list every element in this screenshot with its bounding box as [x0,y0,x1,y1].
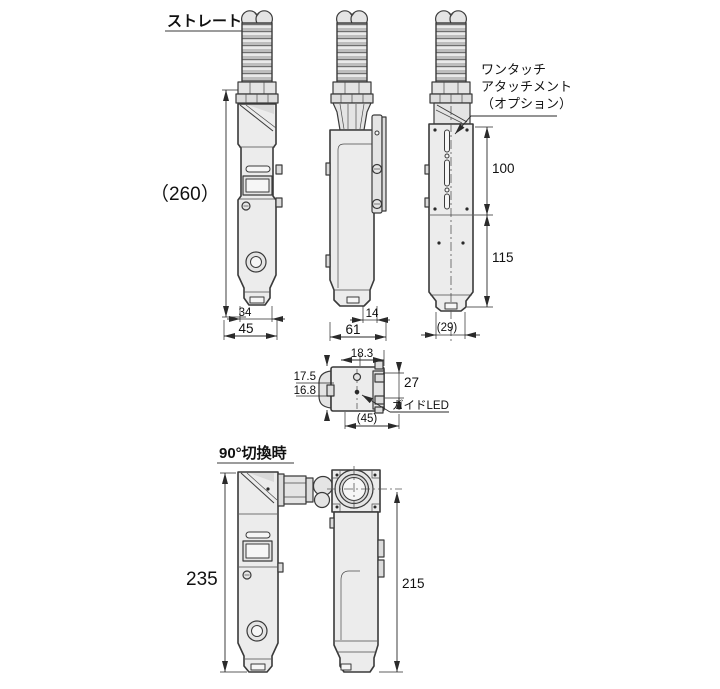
guide-led-dot [354,389,360,395]
guide-led-label: ガイドLED [392,399,449,412]
dim-width-bottom: (45) [344,412,400,429]
dim-side-height: 215 [379,492,425,673]
rotated-title-label: 90°切換時 [219,444,287,462]
rail-tab-bottom [374,406,384,414]
dim-body-width-value: 45 [238,321,253,336]
base-tab [340,663,352,671]
panel-line [340,570,360,640]
dim-depth-right-value: 27 [404,375,419,390]
gland-nut [283,475,307,505]
dim-height-upper-value: 17.5 [294,371,316,383]
indicator-slot [245,165,271,173]
side-view-rotated [327,466,402,673]
corrugated-cable [330,10,374,104]
guide-led-callout: ガイドLED [361,394,449,413]
device-body [333,511,379,673]
side-view-straight [325,10,387,307]
callout-line2: アタッチメント [481,79,572,94]
dim-lower-section-value: 115 [492,250,514,265]
dim-depth-right: 27 [383,362,419,409]
base-tab [250,663,266,671]
dim-heights-left: 17.5 16.8 [294,355,334,421]
rail-tab-top [374,360,384,370]
dim-upper-section-value: 100 [492,161,515,176]
vent-slot [444,159,450,187]
front-view-straight [235,10,283,306]
bracket-hole [374,130,380,136]
dim-width-bottom-value: (45) [357,413,378,425]
side-bump-upper [325,162,331,176]
vent-slot [444,129,450,153]
section-title-rotated: 90°切換時 [217,444,294,464]
cable-boot [332,102,372,131]
dim-rear-width: (29) [421,312,480,339]
boot-diagonal [240,472,275,504]
corrugated-cable [235,10,279,104]
dim-side-height-value: 215 [402,576,425,591]
side-bump-lower [325,254,331,268]
dim-grip-width: 34 [227,306,285,322]
corrugated-cable [429,10,473,104]
dim-upper-lower-sections: 100 115 [467,126,515,308]
device-body [329,129,375,307]
callout-one-touch-attachment: ワンタッチ アタッチメント （オプション） [454,62,572,135]
device-body [237,103,277,306]
cable-gland-90deg [277,473,334,509]
rail-clip-lower [377,559,385,578]
front-view-rotated [237,471,334,673]
base-tab [346,296,360,304]
dim-front-height: 235 [186,472,247,673]
boot-diagonal [239,104,274,132]
dim-overall-height: （260） [150,89,246,318]
callout-line1: ワンタッチ [481,62,546,77]
rail-clip-upper [377,539,385,558]
straight-title-label: ストレート時 [167,12,257,30]
base-tab [249,296,265,304]
dim-body-depth: 61 [329,322,387,341]
indicator-slot [245,531,271,539]
side-clip-upper [275,164,283,175]
side-clip-lower [275,197,283,208]
dim-rear-width-value: (29) [437,322,458,334]
side-clip [277,562,284,573]
section-title-straight: ストレート時 [165,12,257,32]
dim-bracket-depth-value: 14 [366,308,379,320]
rear-view-straight [424,10,474,342]
dim-height-lower-value: 16.8 [294,385,316,397]
side-clip-lower [424,197,430,208]
dim-body-width: 45 [223,320,278,340]
dim-top-width: 18.3 [341,348,385,366]
device-body [428,123,474,312]
device-body [237,471,279,673]
latch-detail [326,384,335,397]
callout-line3: （オプション） [481,96,572,111]
base-tab [444,302,458,310]
dim-bracket-depth: 14 [350,306,390,323]
callout-leader-line [454,115,557,135]
dim-top-width-value: 18.3 [351,348,373,360]
dim-grip-width-value: 34 [239,307,252,319]
vent-slot [444,193,450,210]
side-bump [329,517,335,529]
top-view: 18.3 27 17.5 16.8 (45) ガイドLED [294,348,449,429]
dim-body-depth-value: 61 [345,322,360,337]
dim-front-height-value: 235 [186,569,218,590]
dim-overall-height-value: （260） [150,183,220,205]
side-clip-upper [424,164,430,175]
screw-icon [352,372,362,382]
